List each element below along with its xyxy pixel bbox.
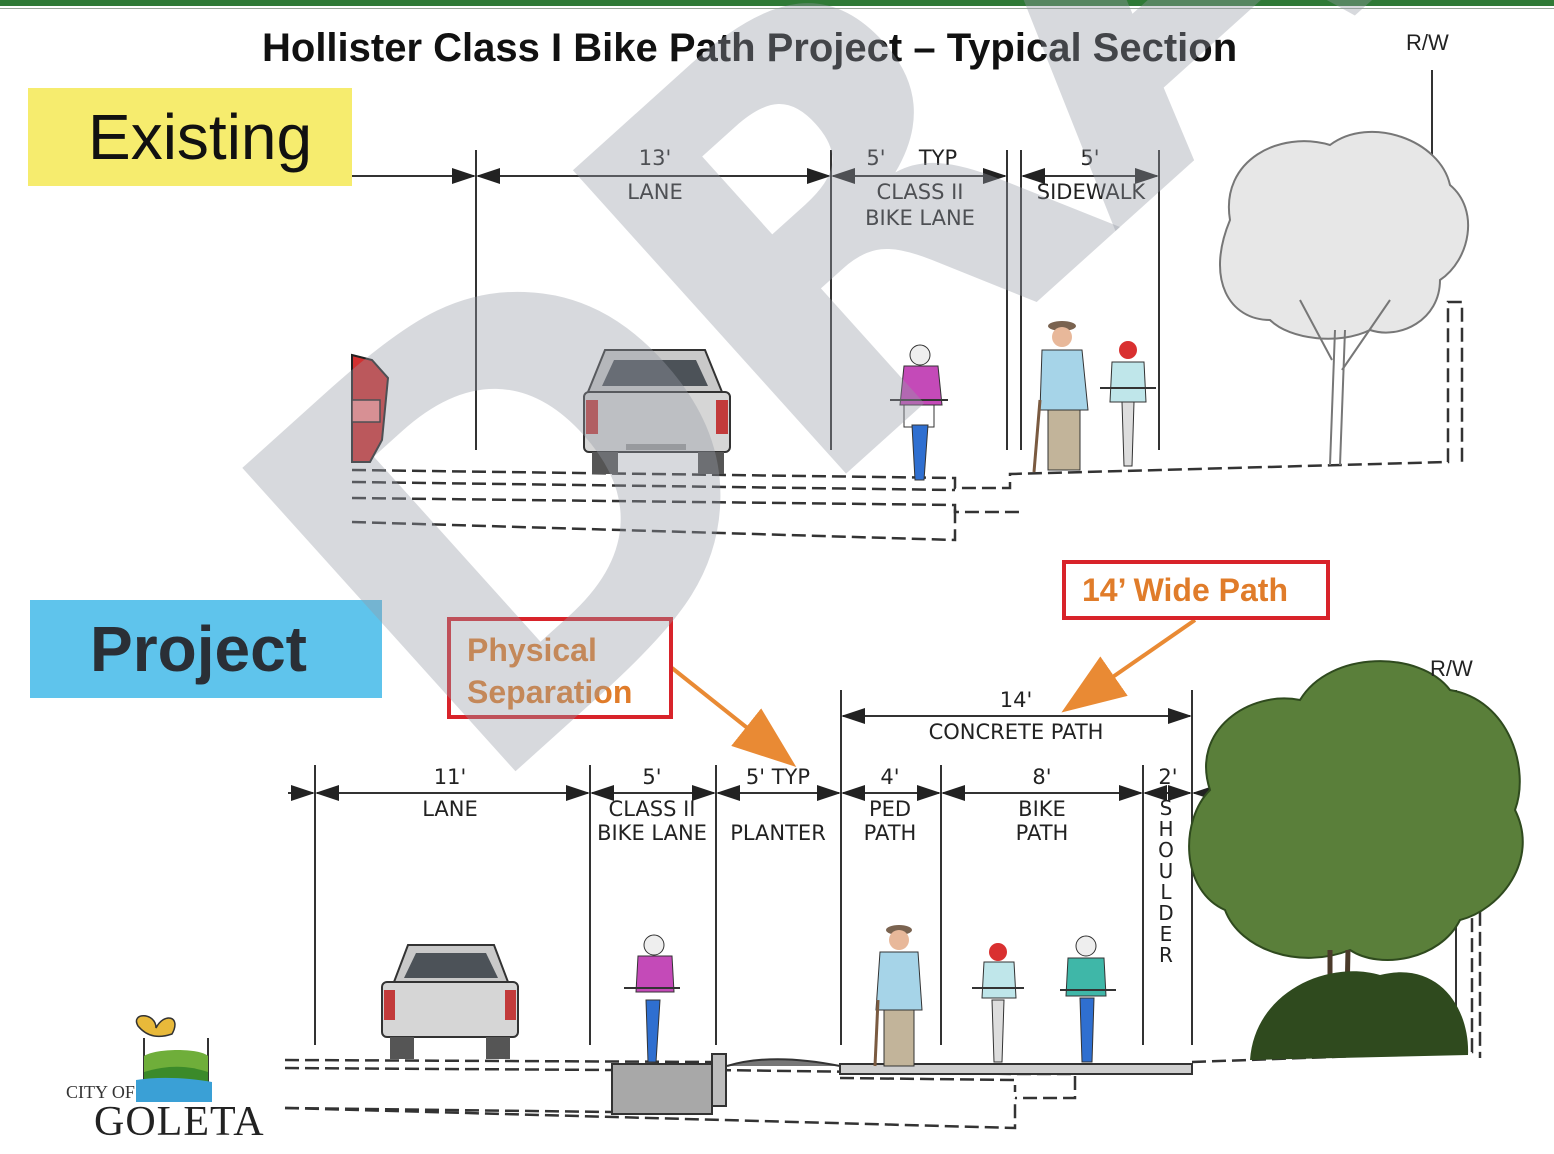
existing-lane-label: LANE [627,180,683,204]
project-shoulder-label: SHOULDER [1158,796,1174,967]
existing-tag: Existing [28,88,352,186]
pedestrian-elder-existing [1032,321,1089,473]
existing-bike-typ: TYP [918,146,958,170]
curb-blocks [611,1053,1193,1115]
project-rw-label: R/W [1430,656,1473,681]
child-cyclist-existing [1100,341,1156,467]
child-cyclist-project [972,943,1024,1063]
project-bike-label-2: BIKE LANE [597,821,707,845]
tree-existing [1219,130,1470,466]
pedestrian-project [873,925,923,1067]
project-bike-label-1: CLASS II [608,797,696,821]
truck-project [381,944,519,1059]
existing-ground-section [351,300,1464,542]
project-planter-width: 5' TYP [745,765,811,789]
project-bikepath-label-1: BIKE [1018,797,1066,821]
cyclist-project-lane [624,934,680,1063]
existing-rw-label: R/W [1406,30,1449,55]
existing-bike-label-1: CLASS II [876,180,964,204]
top-green-bar [0,0,1554,6]
diagram-title: Hollister Class I Bike Path Project – Ty… [262,26,1238,70]
tree-project [1188,660,1524,1060]
callout-arrows [670,618,1197,767]
callout-separation-line-1: Physical [467,632,597,668]
existing-sidewalk-width: 5' [1080,146,1100,170]
red-car-illustration [351,353,390,463]
physical-separation-callout: Physical Separation [447,617,673,719]
project-bikepath-label-2: PATH [1015,821,1069,845]
project-shoulder-width: 2' [1158,765,1178,789]
cyclist-existing [890,344,948,481]
wide-path-callout: 14’ Wide Path [1062,560,1330,620]
callout-separation-line-2: Separation [467,674,633,710]
project-planter-label: PLANTER [730,821,826,845]
project-ped-label-1: PED [868,797,912,821]
top-rule [0,8,1554,9]
existing-bike-width: 5' [866,146,886,170]
existing-lane-width: 13' [638,146,672,170]
project-bikepath-width: 8' [1032,765,1052,789]
adult-cyclist-project [1060,935,1116,1063]
project-path-label: CONCRETE PATH [928,720,1104,744]
logo-goleta: GOLETA [94,1099,265,1145]
project-lane-label: LANE [422,797,478,821]
truck-existing [583,349,731,474]
goleta-logo [135,1015,212,1102]
logo-city-of: CITY OF [66,1082,135,1102]
existing-sidewalk-label: SIDEWALK [1036,180,1146,204]
project-lane-width: 11' [433,765,467,789]
project-tag: Project [30,600,382,698]
project-path-width: 14' [999,688,1033,712]
project-bike-width: 5' [642,765,662,789]
existing-bike-label-2: BIKE LANE [865,206,975,230]
project-ped-label-2: PATH [863,821,917,845]
project-ped-width: 4' [880,765,900,789]
